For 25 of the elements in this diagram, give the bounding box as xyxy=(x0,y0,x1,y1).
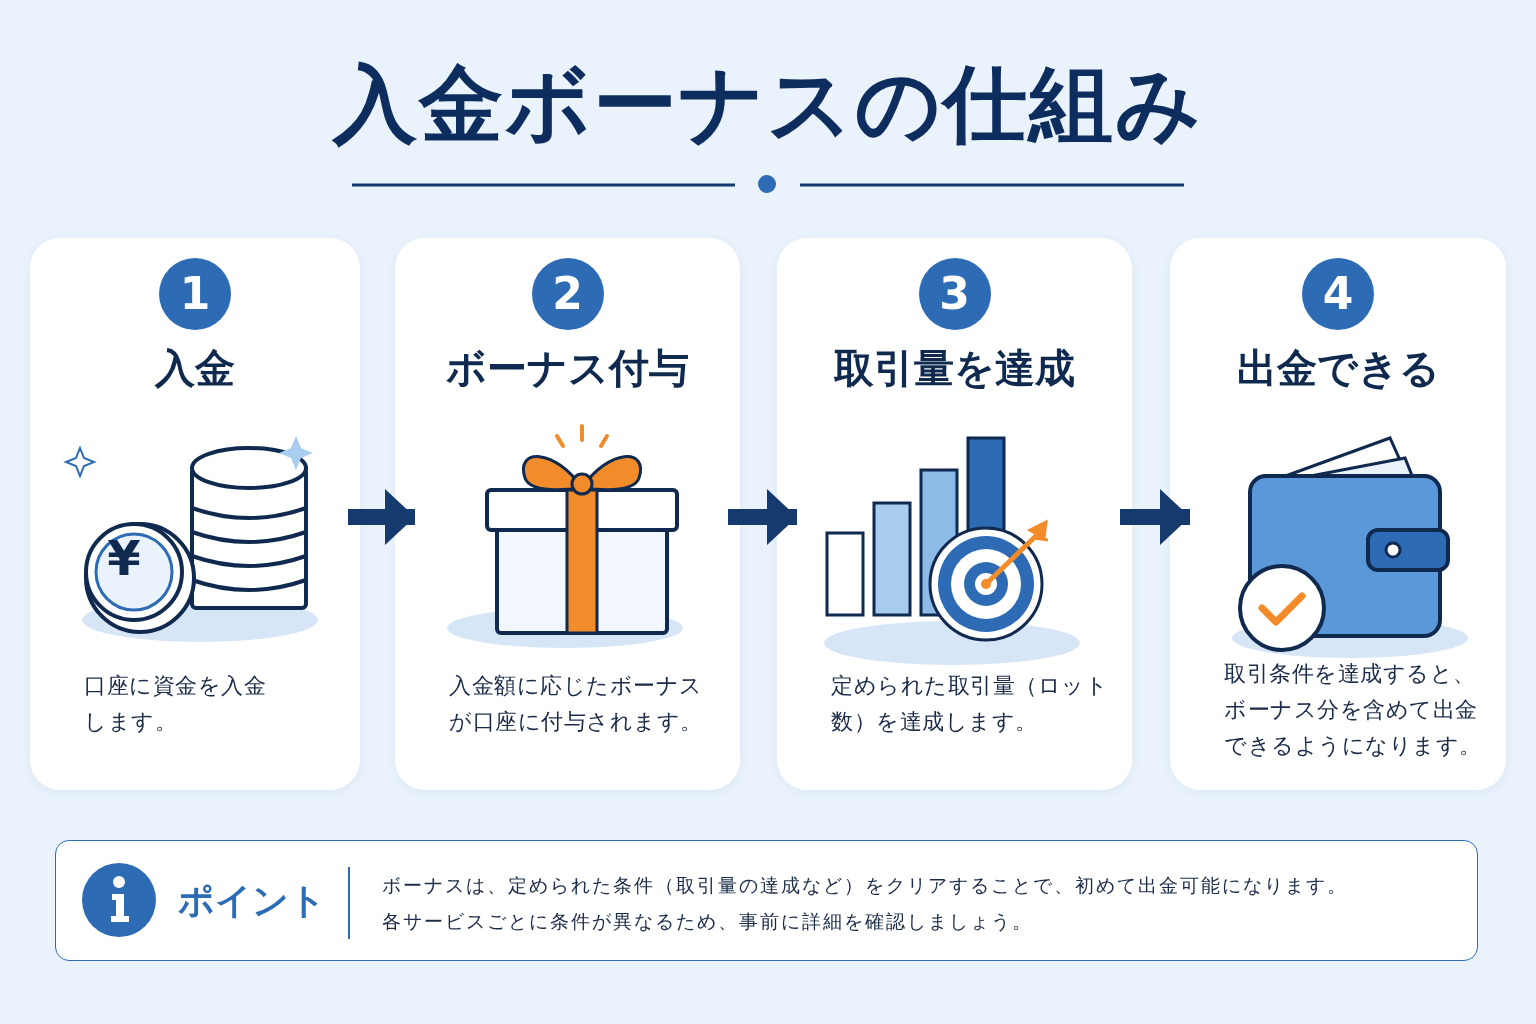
note-text: 各サービスごとに条件が異なるため、事前に詳細を確認しましょう。 xyxy=(382,909,1033,934)
step-card xyxy=(395,238,740,790)
step-number: 3 xyxy=(918,258,991,330)
step-description: 定められた取引量（ロット数）を達成します。 xyxy=(831,672,1109,736)
step-description: 口座に資金を入金します。 xyxy=(84,672,267,736)
step-card xyxy=(1170,238,1506,790)
step-title: ボーナス付与 xyxy=(445,344,690,393)
step-title: 取引量を達成 xyxy=(833,344,1076,393)
step-number: 2 xyxy=(531,258,604,330)
note-text: ボーナスは、定められた条件（取引量の達成など）をクリアすることで、初めて出金可能になります。 xyxy=(382,873,1348,898)
step-number: 1 xyxy=(159,258,231,330)
step-number: 4 xyxy=(1302,258,1374,330)
note-panel xyxy=(55,840,1478,961)
arrow xyxy=(1120,489,1190,545)
title: 入金ボーナスの仕組み xyxy=(330,54,1204,155)
arrow xyxy=(348,489,415,545)
step-description: 入金額に応じたボーナスが口座に付与されます。 xyxy=(449,672,704,736)
step-card xyxy=(30,238,360,790)
arrow xyxy=(728,489,797,545)
step-title: 入金 xyxy=(153,344,236,393)
step-title: 出金できる xyxy=(1235,344,1441,393)
step-card xyxy=(777,238,1132,790)
yen-sign: ¥ xyxy=(106,532,142,584)
note-heading: ポイント xyxy=(178,879,326,923)
step-description: 取引条件を達成すると、ボーナス分を含めて出金できるようになります。 xyxy=(1224,660,1483,760)
